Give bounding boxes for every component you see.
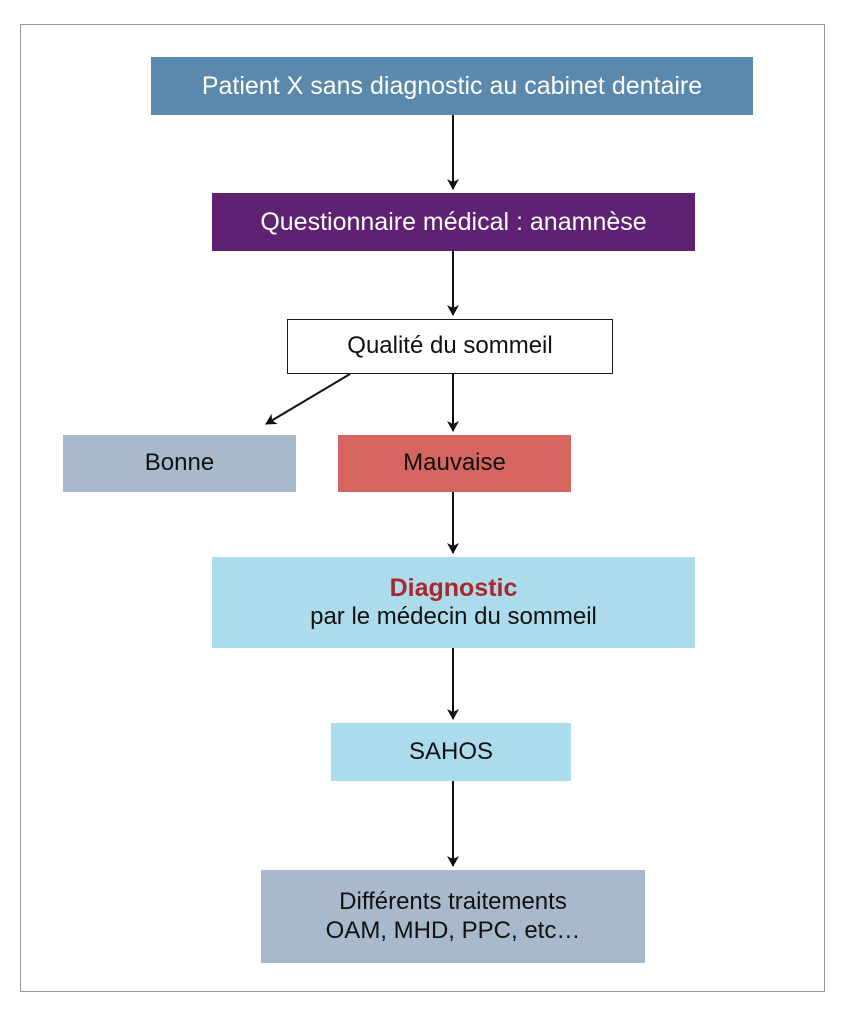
good-sleep-box: Bonne bbox=[63, 435, 296, 492]
patient-box: Patient X sans diagnostic au cabinet den… bbox=[151, 57, 753, 115]
diagnostic-title: Diagnostic bbox=[389, 574, 518, 603]
sleep-quality-label: Qualité du sommeil bbox=[347, 332, 553, 360]
diagnostic-subtitle: par le médecin du sommeil bbox=[310, 603, 597, 631]
diagnostic-box: Diagnostic par le médecin du sommeil bbox=[212, 557, 695, 648]
treatments-line1: Différents traitements bbox=[339, 887, 567, 915]
figure-frame bbox=[20, 24, 825, 992]
bad-sleep-label: Mauvaise bbox=[403, 449, 506, 477]
treatments-line2: OAM, MHD, PPC, etc… bbox=[325, 916, 581, 944]
sahos-box: SAHOS bbox=[331, 723, 571, 781]
arrow-qualite-to-bonne bbox=[265, 373, 351, 425]
questionnaire-box: Questionnaire médical : anamnèse bbox=[212, 193, 695, 251]
sleep-quality-box: Qualité du sommeil bbox=[287, 319, 613, 374]
treatments-box: Différents traitements OAM, MHD, PPC, et… bbox=[261, 870, 645, 963]
bad-sleep-box: Mauvaise bbox=[338, 435, 571, 492]
good-sleep-label: Bonne bbox=[144, 449, 215, 477]
sahos-label: SAHOS bbox=[408, 737, 494, 765]
questionnaire-label: Questionnaire médical : anamnèse bbox=[260, 208, 647, 236]
patient-label: Patient X sans diagnostic au cabinet den… bbox=[201, 72, 703, 100]
